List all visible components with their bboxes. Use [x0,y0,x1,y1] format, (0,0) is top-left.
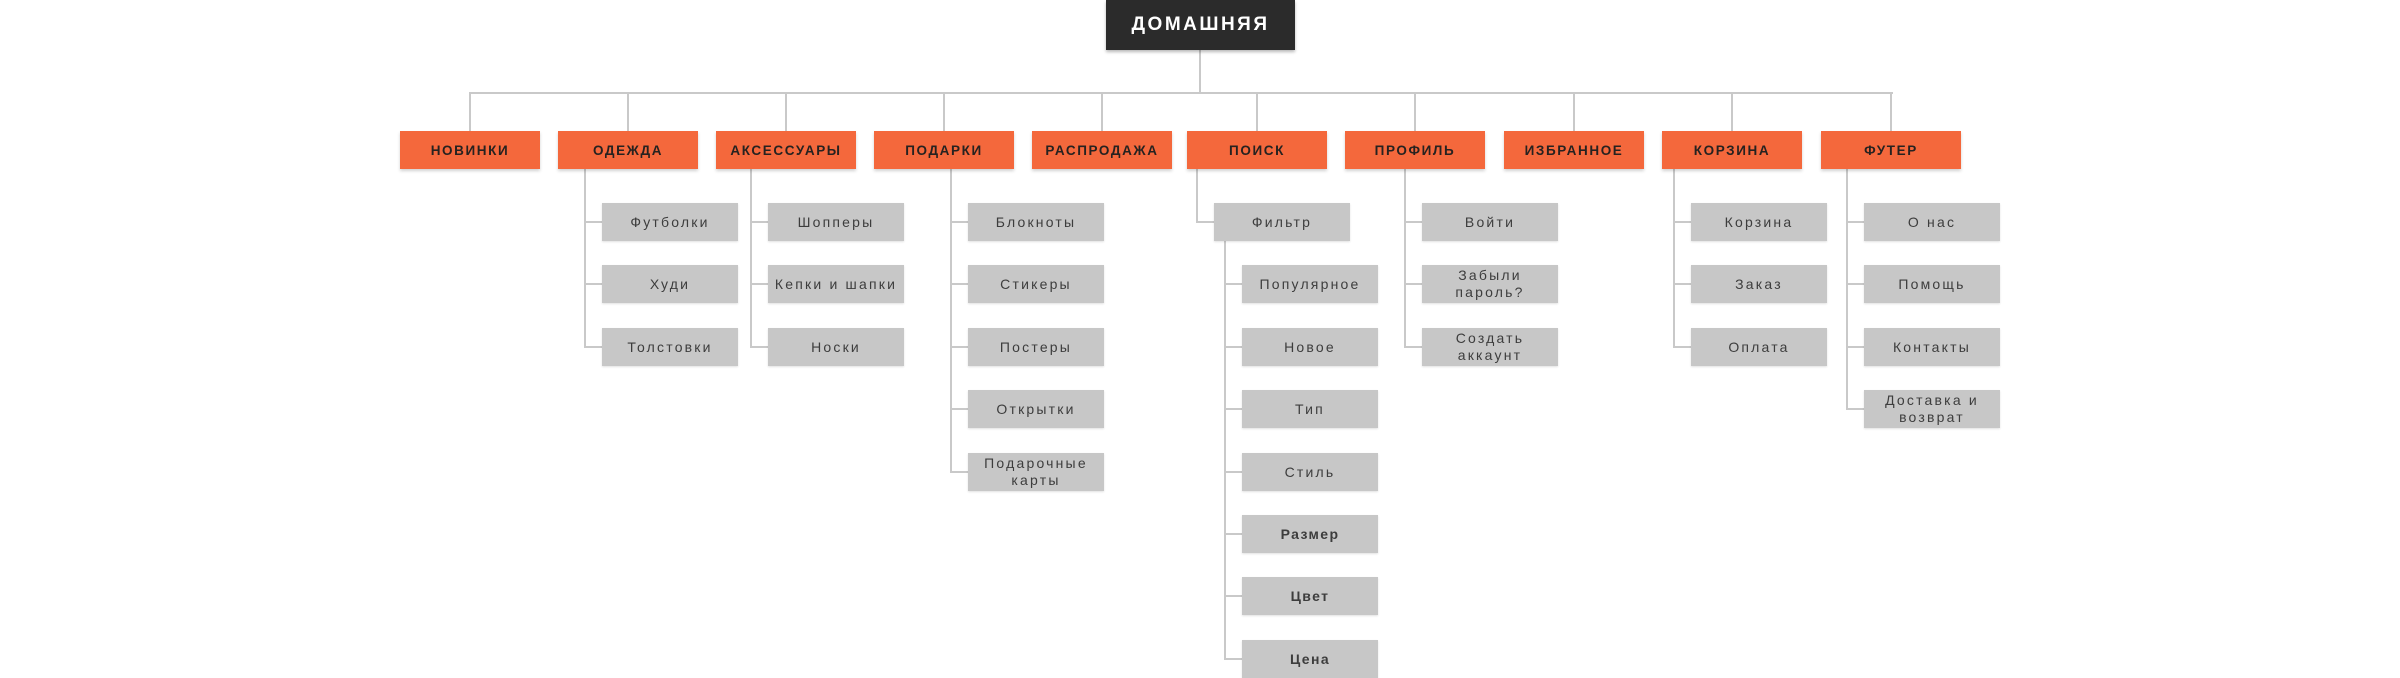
child-node[interactable]: Блокноты [968,203,1104,241]
child-node[interactable]: Размер [1242,515,1378,553]
child-node[interactable]: Доставка и возврат [1864,390,2000,428]
child-node[interactable]: Создать аккаунт [1422,328,1558,366]
connector-line [750,346,768,348]
connector-line [1196,221,1214,223]
connector-line [1224,241,1226,660]
section-node-odezhda[interactable]: ОДЕЖДА [558,131,698,169]
child-node[interactable]: О нас [1864,203,2000,241]
connector-line [1224,595,1242,597]
child-node[interactable]: Худи [602,265,738,303]
connector-line [1414,92,1416,132]
section-node-poisk[interactable]: ПОИСК [1187,131,1327,169]
root-node-home[interactable]: ДОМАШНЯЯ [1106,0,1295,50]
child-node[interactable]: Фильтр [1214,203,1350,241]
section-node-izbrannoe[interactable]: ИЗБРАННОЕ [1504,131,1644,169]
child-node[interactable]: Открытки [968,390,1104,428]
connector-line [1673,283,1691,285]
section-node-korzina[interactable]: КОРЗИНА [1662,131,1802,169]
connector-line [950,283,968,285]
connector-line [750,221,768,223]
connector-line [1846,346,1864,348]
connector-line [1890,92,1892,132]
child-node[interactable]: Постеры [968,328,1104,366]
connector-line [1404,346,1422,348]
connector-line [950,221,968,223]
connector-line [1573,92,1575,132]
child-node[interactable]: Стикеры [968,265,1104,303]
connector-line [584,169,586,348]
section-node-aksessuary[interactable]: АКСЕССУАРЫ [716,131,856,169]
child-node[interactable]: Цвет [1242,577,1378,615]
child-node[interactable]: Забыли пароль? [1422,265,1558,303]
connector-line [785,92,787,132]
connector-line [1846,221,1864,223]
connector-line [1404,169,1406,348]
child-node[interactable]: Войти [1422,203,1558,241]
connector-line [750,169,752,348]
child-node[interactable]: Заказ [1691,265,1827,303]
connector-line [950,471,968,473]
section-node-futer[interactable]: ФУТЕР [1821,131,1961,169]
connector-line [584,221,602,223]
connector-line [950,346,968,348]
section-node-rasprodazha[interactable]: РАСПРОДАЖА [1032,131,1172,169]
child-node[interactable]: Помощь [1864,265,2000,303]
connector-line [1101,92,1103,132]
connector-line [1673,169,1675,348]
connector-line [469,92,471,132]
connector-line [1404,283,1422,285]
child-node[interactable]: Популярное [1242,265,1378,303]
child-node[interactable]: Контакты [1864,328,2000,366]
connector-line [1224,408,1242,410]
connector-line [1224,471,1242,473]
connector-line [1673,221,1691,223]
connector-line [1224,658,1242,660]
connector-line [1224,533,1242,535]
child-node[interactable]: Шопперы [768,203,904,241]
connector-line [1846,283,1864,285]
connector-line [1224,283,1242,285]
connector-line [1673,346,1691,348]
child-node[interactable]: Толстовки [602,328,738,366]
child-node[interactable]: Подарочные карты [968,453,1104,491]
connector-line [950,169,952,473]
child-node[interactable]: Футболки [602,203,738,241]
child-node[interactable]: Стиль [1242,453,1378,491]
child-node[interactable]: Тип [1242,390,1378,428]
child-node[interactable]: Цена [1242,640,1378,678]
section-node-profil[interactable]: ПРОФИЛЬ [1345,131,1485,169]
child-node[interactable]: Носки [768,328,904,366]
connector-line [627,92,629,132]
section-node-novinki[interactable]: НОВИНКИ [400,131,540,169]
connector-line [943,92,945,132]
connector-line [584,283,602,285]
connector-line [950,408,968,410]
child-node[interactable]: Новое [1242,328,1378,366]
connector-line [470,92,1893,94]
connector-line [1224,346,1242,348]
connector-line [1256,92,1258,132]
connector-line [1846,408,1864,410]
connector-line [1196,169,1198,223]
child-node[interactable]: Кепки и шапки [768,265,904,303]
connector-line [750,283,768,285]
connector-line [1199,50,1201,92]
connector-line [1731,92,1733,132]
connector-line [1404,221,1422,223]
connector-line [584,346,602,348]
child-node[interactable]: Корзина [1691,203,1827,241]
section-node-podarki[interactable]: ПОДАРКИ [874,131,1014,169]
child-node[interactable]: Оплата [1691,328,1827,366]
connector-line [1846,169,1848,410]
